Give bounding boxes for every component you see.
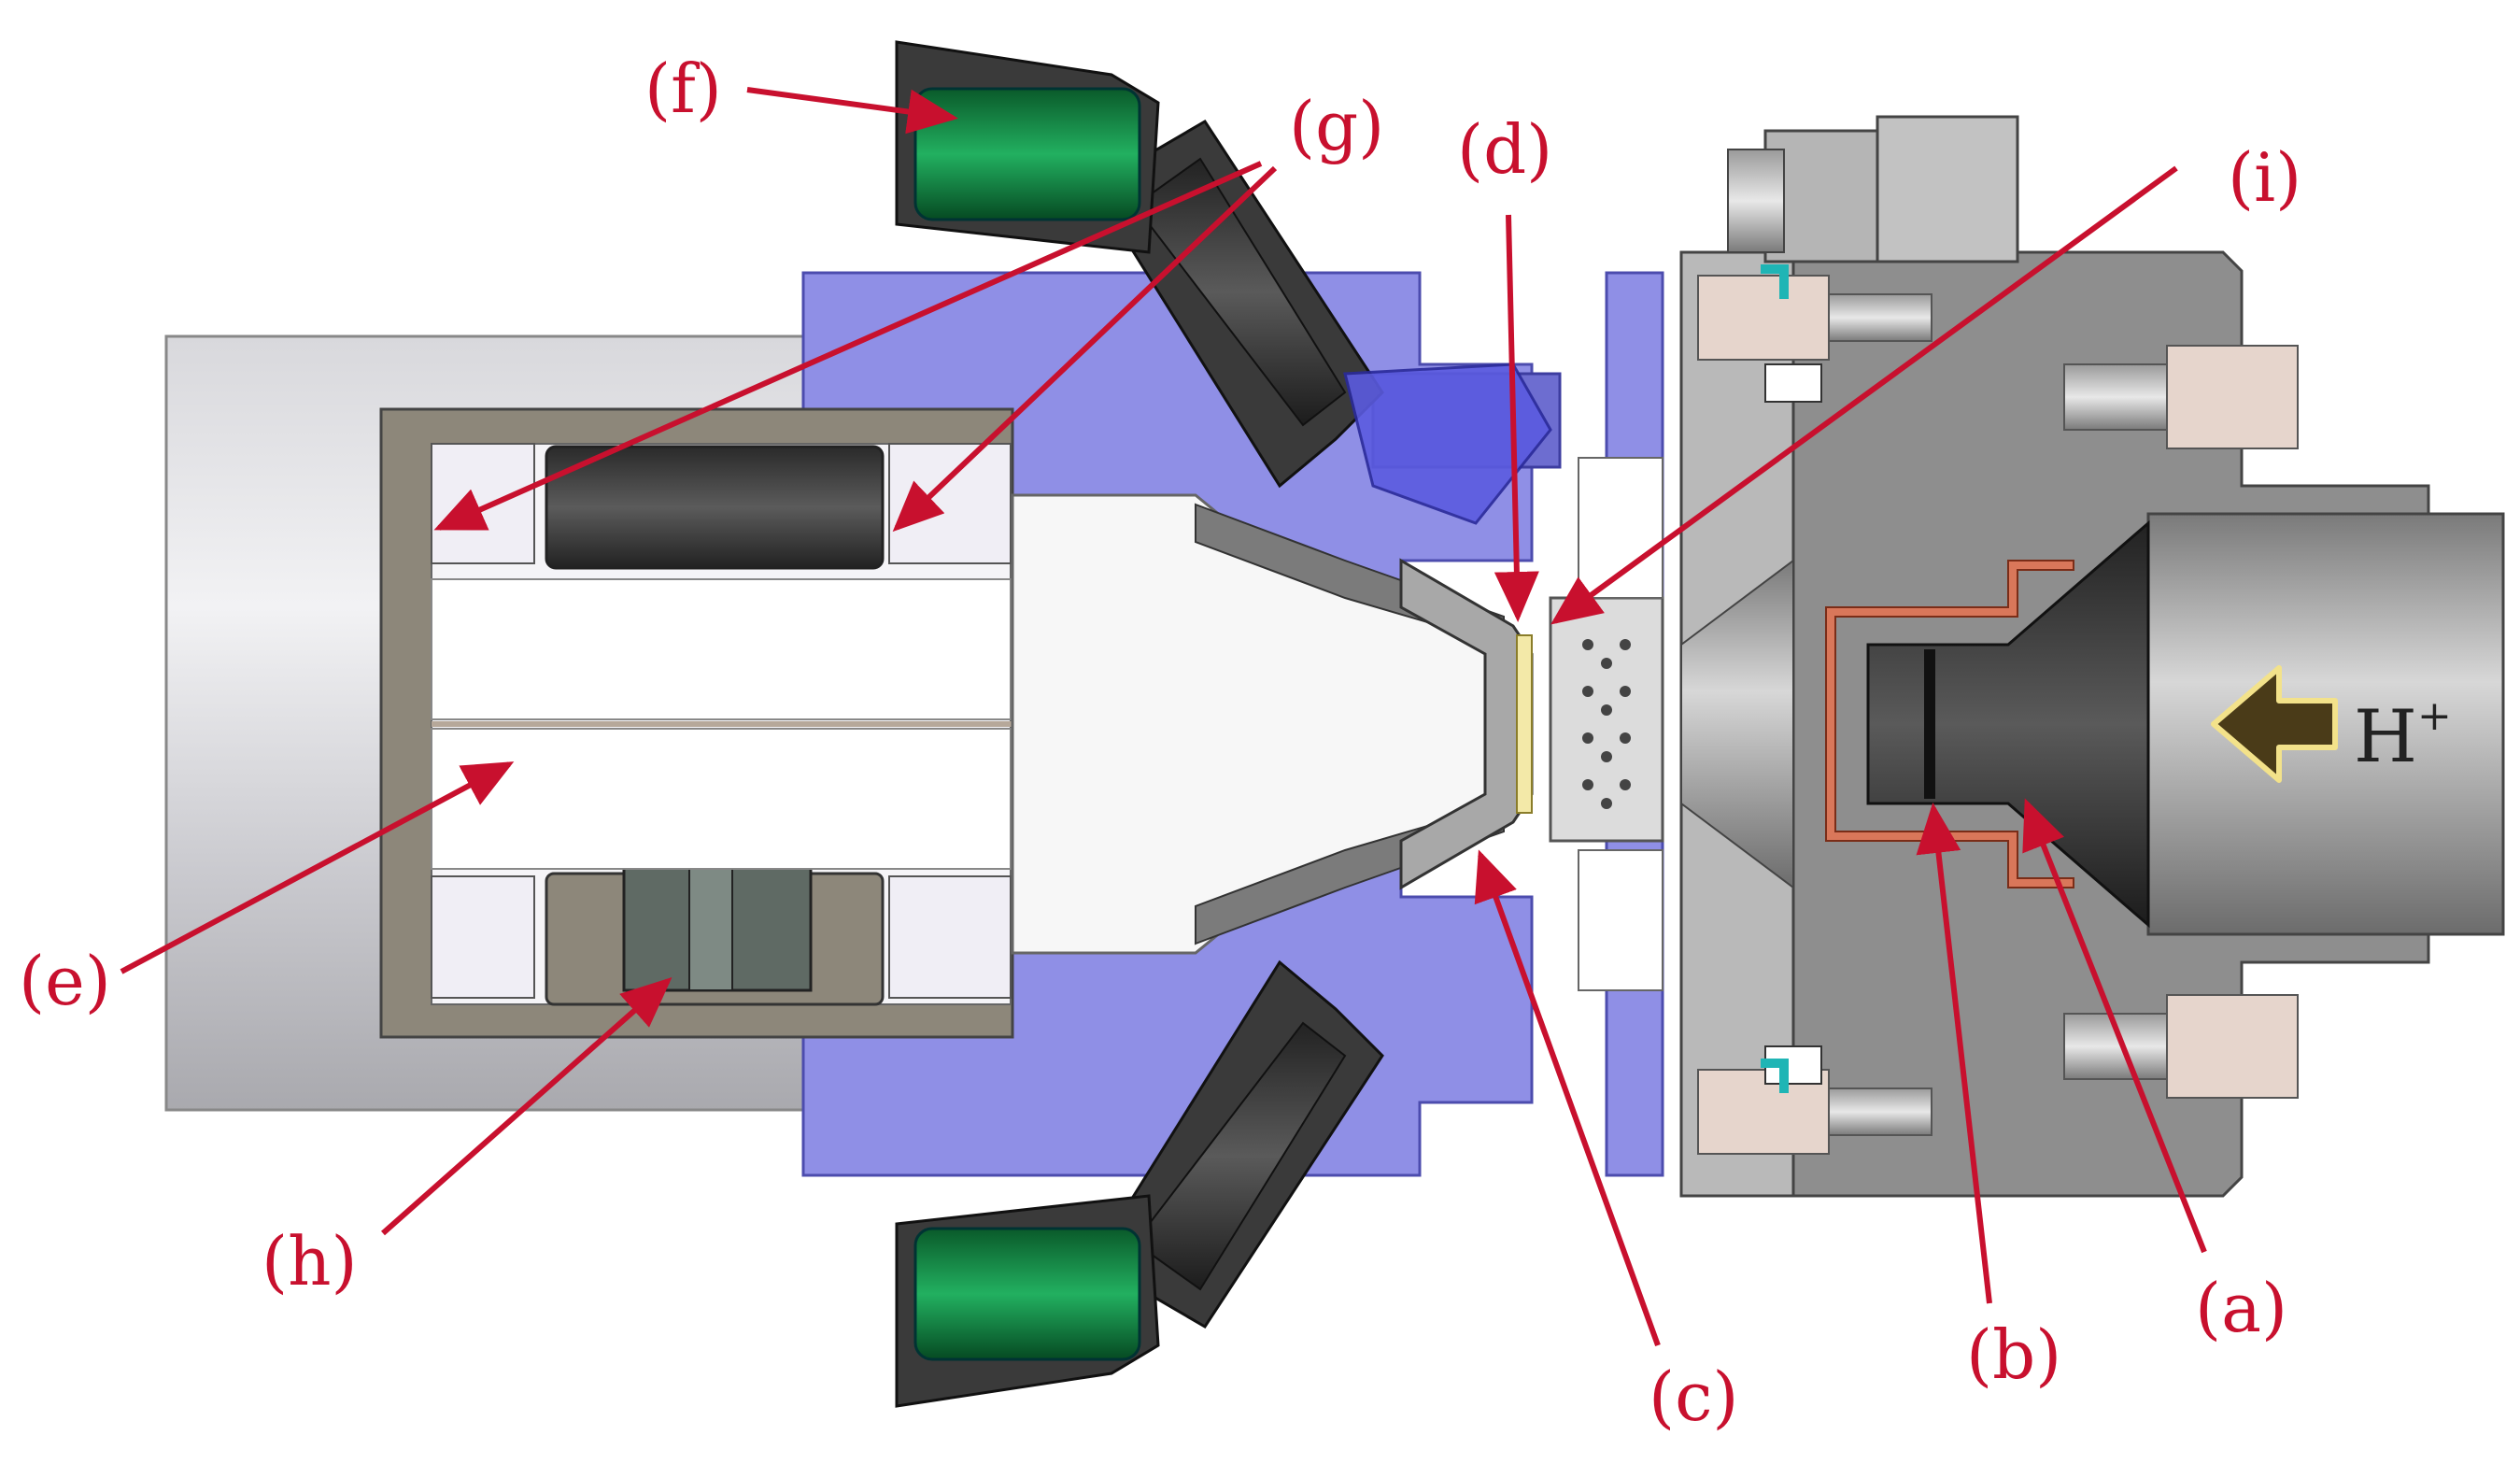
label-d: (d) [1457,110,1552,189]
leader-a [2022,798,2207,1254]
label-b: (b) [1966,1315,2061,1394]
leader-e [120,761,515,974]
leader-g-1 [433,161,1263,531]
label-i: (i) [2228,138,2301,217]
beam-indicator: H+ [2211,665,2452,783]
grid-collimator [1549,457,1664,991]
label-c: (c) [1649,1357,1739,1436]
leader-g-2 [892,165,1278,533]
label-g: (g) [1289,87,1384,165]
beam-symbol: H [2354,695,2417,779]
target-foil [1516,634,1533,814]
drift-tube [1011,493,1505,955]
arrow-left-icon [2211,665,2338,783]
leader-h [381,977,672,1236]
leader-lines [120,87,2207,1347]
leader-f [746,87,958,135]
label-f: (f) [644,50,722,128]
label-a: (a) [2195,1269,2287,1347]
label-h: (h) [262,1222,358,1301]
leader-c [1474,849,1661,1347]
lower-gas-tube [895,959,1384,1408]
leader-b [1916,803,1992,1304]
leader-i [1550,165,2178,625]
beam-label: H+ [2354,692,2452,779]
beam-charge: + [2417,692,2452,740]
label-e: (e) [19,942,111,1020]
bolts [1697,264,2299,1155]
upper-gas-tube [895,40,1552,525]
magnet-frame [379,407,1513,1039]
labels: (f) (g) (d) (i) (e) (h) (c) (b) (a) [19,50,2301,1436]
leader-d [1494,214,1539,622]
